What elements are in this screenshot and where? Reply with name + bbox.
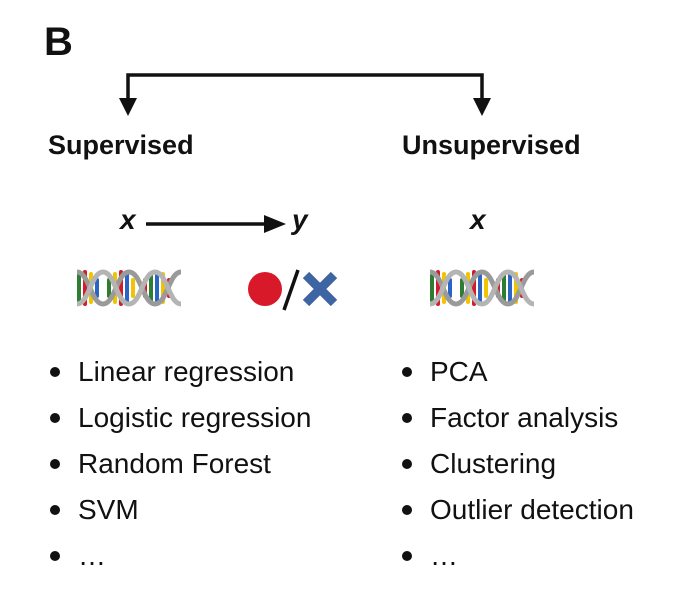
bullet-icon: [50, 367, 60, 377]
dna-helix-icon: [429, 269, 535, 307]
down-arrow-icon: [119, 98, 137, 116]
method-label: …: [430, 540, 458, 571]
bullet-icon: [402, 367, 412, 377]
list-item: …: [50, 540, 311, 586]
branch-connector: [119, 73, 491, 116]
list-item: Factor analysis: [402, 402, 634, 448]
bullet-icon: [402, 551, 412, 561]
bullet-icon: [50, 459, 60, 469]
bullet-icon: [402, 413, 412, 423]
bullet-icon: [50, 505, 60, 515]
bullet-icon: [50, 551, 60, 561]
method-label: Random Forest: [78, 448, 271, 479]
method-label: …: [78, 540, 106, 571]
list-item: …: [402, 540, 634, 586]
slash-divider: [282, 269, 300, 311]
supervised-output-variable: y: [292, 204, 308, 235]
method-label: Factor analysis: [430, 402, 619, 433]
bullet-icon: [402, 459, 412, 469]
bullet-icon: [402, 505, 412, 515]
method-label: SVM: [78, 494, 139, 525]
list-item: Clustering: [402, 448, 634, 494]
unsupervised-methods-list: PCA Factor analysis Clustering Outlier d…: [402, 356, 634, 586]
panel-label: B: [44, 20, 73, 64]
list-item: Linear regression: [50, 356, 311, 402]
outcome-labels: [248, 269, 338, 311]
blue-cross-icon: [302, 271, 338, 307]
down-arrow-icon: [473, 98, 491, 116]
bullet-icon: [50, 413, 60, 423]
red-circle-icon: [248, 272, 282, 306]
method-label: PCA: [430, 356, 488, 387]
list-item: Logistic regression: [50, 402, 311, 448]
list-item: PCA: [402, 356, 634, 402]
list-item: Random Forest: [50, 448, 311, 494]
list-item: SVM: [50, 494, 311, 540]
method-label: Linear regression: [78, 356, 295, 387]
list-item: Outlier detection: [402, 494, 634, 540]
supervised-methods-list: Linear regression Logistic regression Ra…: [50, 356, 311, 586]
dna-helix-icon: [76, 269, 182, 307]
method-label: Clustering: [430, 448, 557, 479]
supervised-heading: Supervised: [48, 130, 194, 160]
supervised-input-variable: x: [120, 204, 136, 235]
method-label: Outlier detection: [430, 494, 634, 525]
unsupervised-heading: Unsupervised: [402, 130, 581, 160]
unsupervised-input-variable: x: [470, 204, 486, 235]
mapping-arrow-icon: [146, 215, 286, 233]
branch-bracket-icon: [126, 73, 484, 100]
method-label: Logistic regression: [78, 402, 312, 433]
